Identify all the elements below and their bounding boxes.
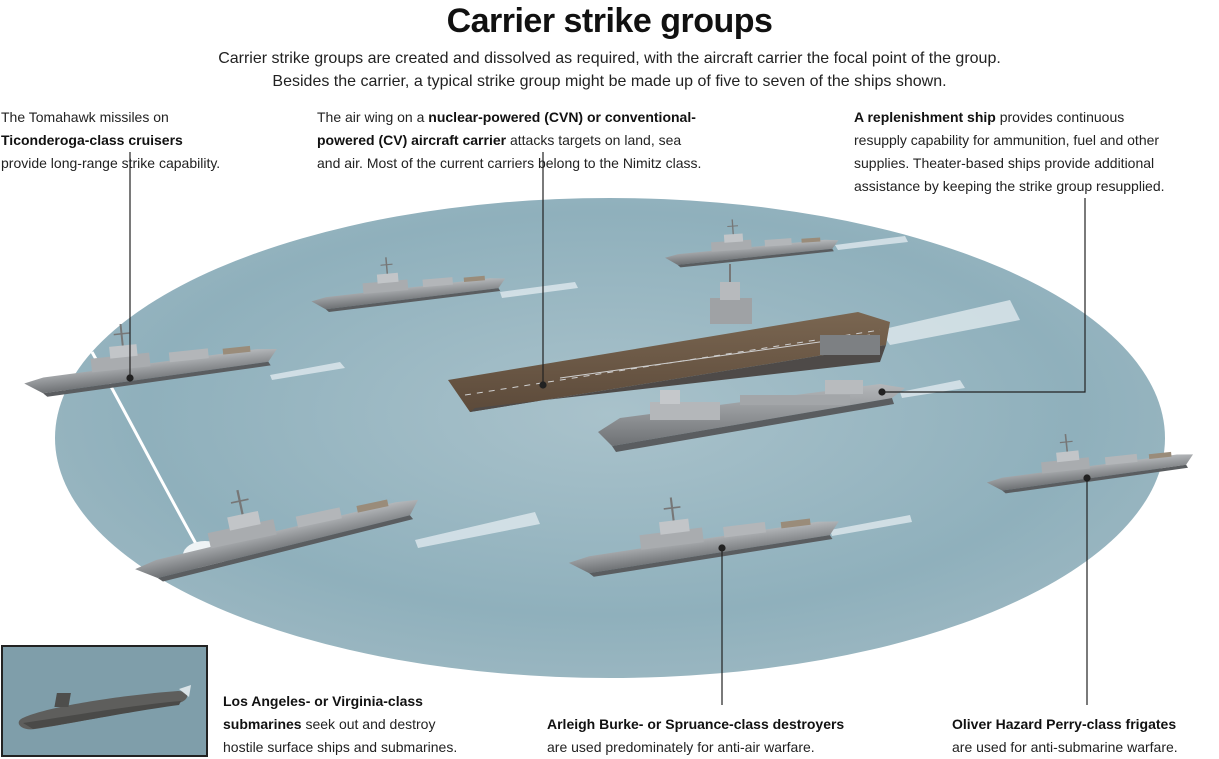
- submarines-callout-line-1: Los Angeles- or Virginia-class: [223, 690, 457, 713]
- carrier-callout: The air wing on a nuclear-powered (CVN) …: [317, 106, 701, 175]
- replenishment-callout-bold: A replenishment ship: [854, 109, 996, 125]
- submarines-callout-bold-1: Los Angeles- or Virginia-class: [223, 693, 423, 709]
- destroyers-callout-line-1: Arleigh Burke- or Spruance-class destroy…: [547, 713, 844, 736]
- cruisers-callout-line-2: Ticonderoga-class cruisers: [1, 129, 220, 152]
- replenishment-ship: [598, 380, 905, 452]
- submarine-illustration: [18, 685, 191, 730]
- replenishment-callout: A replenishment ship provides continuous…: [854, 106, 1165, 198]
- carrier-callout-line-3: and air. Most of the current carriers be…: [317, 155, 702, 171]
- destroyers-callout-bold: Arleigh Burke- or Spruance-class destroy…: [547, 716, 845, 732]
- destroyers-callout: Arleigh Burke- or Spruance-class destroy…: [547, 713, 844, 759]
- aircraft-carrier-ship: [448, 264, 890, 412]
- page-title: Carrier strike groups: [446, 2, 773, 40]
- frigates-callout-line-1: Oliver Hazard Perry-class frigates: [952, 713, 1178, 736]
- replenishment-callout-line-3: supplies. Theater-based ships provide ad…: [854, 155, 1155, 171]
- subtitle: Carrier strike groups are created and di…: [0, 47, 1219, 93]
- replenishment-callout-line-4: assistance by keeping the strike group r…: [854, 178, 1165, 194]
- subtitle-line-1: Carrier strike groups are created and di…: [218, 50, 1001, 67]
- carrier-callout-bold-2: powered (CV) aircraft carrier: [317, 132, 507, 148]
- destroyers-callout-line-2: are used predominately for anti-air warf…: [547, 739, 815, 755]
- replenishment-callout-text-1: provides continuous: [995, 109, 1125, 125]
- submarine-inset: [1, 645, 208, 757]
- replenishment-callout-line-2: resupply capability for ammunition, fuel…: [854, 132, 1160, 148]
- carrier-callout-line-1: The air wing on a nuclear-powered (CVN) …: [317, 106, 701, 129]
- frigates-callout-bold: Oliver Hazard Perry-class frigates: [952, 716, 1177, 732]
- carrier-callout-line-2: powered (CV) aircraft carrier attacks ta…: [317, 129, 701, 152]
- carrier-callout-text-1: The air wing on a: [317, 109, 429, 125]
- cruisers-callout: The Tomahawk missiles on Ticonderoga-cla…: [1, 106, 220, 175]
- wakes: [270, 236, 1020, 548]
- cruisers-callout-line-3: provide long-range strike capability.: [1, 155, 221, 171]
- submarines-callout-bold-2: submarines: [223, 716, 302, 732]
- carrier-callout-bold-1: nuclear-powered (CVN) or conventional-: [428, 109, 696, 125]
- frigates-callout-line-2: are used for anti-submarine warfare.: [952, 739, 1178, 755]
- subtitle-line-2: Besides the carrier, a typical strike gr…: [272, 73, 947, 90]
- leader-lines: [126, 152, 1091, 705]
- carrier-callout-text-2: attacks targets on land, sea: [506, 132, 682, 148]
- cruisers-callout-bold: Ticonderoga-class cruisers: [1, 132, 183, 148]
- frigates-callout: Oliver Hazard Perry-class frigates are u…: [952, 713, 1178, 759]
- replenishment-callout-line-1: A replenishment ship provides continuous: [854, 106, 1165, 129]
- cruisers-callout-line-1: The Tomahawk missiles on: [1, 109, 169, 125]
- submarines-callout-line-2: submarines seek out and destroy: [223, 713, 457, 736]
- submarines-callout: Los Angeles- or Virginia-class submarine…: [223, 690, 457, 759]
- submarines-callout-line-3: hostile surface ships and submarines.: [223, 739, 458, 755]
- submarines-callout-text-1: seek out and destroy: [301, 716, 436, 732]
